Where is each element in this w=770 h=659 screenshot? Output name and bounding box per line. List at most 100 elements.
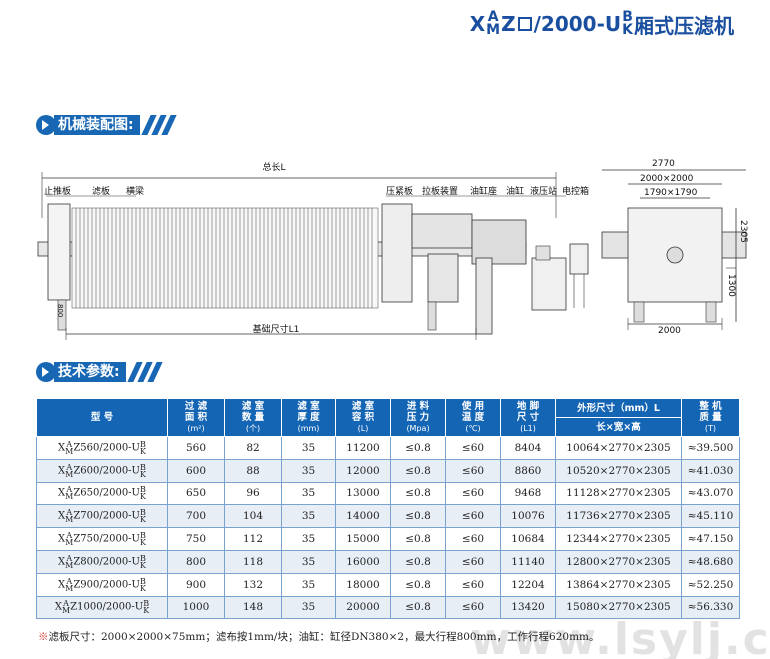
cell-press: ≤0.8 [390,481,446,506]
cell-foot: 11140 [500,549,556,574]
cell-press: ≤0.8 [390,458,446,483]
title-suffix: 厢式压滤机 [634,13,734,38]
col-thickness: 滤 室厚 度(mm) [281,398,336,437]
cell-weight: ≈41.030 [681,458,740,483]
cell-dims: 13864×2770×2305 [555,572,682,597]
cell-weight: ≈47.150 [681,527,740,551]
dim-overall-width: 2770 [652,159,675,169]
cell-weight: ≈45.110 [681,504,740,529]
cell-weight: ≈43.070 [681,481,740,506]
cell-area: 750 [167,527,225,551]
title-mid: Z [501,12,516,36]
label-beam: 横梁 [126,187,145,197]
label-thrust-plate: 止推板 [44,187,72,197]
title-stack-bottom: M [486,22,501,38]
col-count: 滤 室数 量(个) [224,398,282,437]
dim-plate-outer: 2000×2000 [640,174,694,184]
section-title: 技术参数: [54,362,126,382]
cell-count: 104 [224,504,282,529]
footnote-mark: ※ [38,631,49,643]
cell-dims: 11736×2770×2305 [555,504,682,529]
title-mid2: /2000-U [533,12,622,36]
title-box-symbol [517,17,532,31]
cell-count: 132 [224,572,282,597]
title-stack-top: A [487,9,499,25]
cell-count: 96 [224,481,282,506]
cell-temp: ≤60 [445,549,501,574]
watermark: www.lsylj.com [470,614,770,659]
dim-leg-height: 1300 [726,274,736,297]
cell-area: 600 [167,458,225,483]
cell-thick: 35 [281,504,336,529]
cell-area: 1000 [167,595,225,620]
cell-dims: 15080×2770×2305 [555,595,682,620]
cell-press: ≤0.8 [390,549,446,574]
section-header-params: 技术参数: [36,361,163,383]
cell-vol: 16000 [335,549,391,574]
cell-count: 88 [224,458,282,483]
assembly-drawing: 总长L 止推板 滤板 横梁 压紧板 拉板装置 油缸座 油缸 液压站 电控箱 80… [36,158,756,348]
cell-thick: 35 [281,549,336,574]
cell-temp: ≤60 [445,436,501,460]
label-pull-device: 拉板装置 [422,187,459,197]
cell-temp: ≤60 [445,504,501,529]
cell-temp: ≤60 [445,527,501,551]
cell-press: ≤0.8 [390,572,446,597]
cell-vol: 11200 [335,436,391,460]
label-press-plate: 压紧板 [386,187,414,197]
cell-count: 112 [224,527,282,551]
cell-dims: 11128×2770×2305 [555,481,682,506]
label-cylinder: 油缸 [506,187,525,197]
cell-area: 700 [167,504,225,529]
cell-dims: 10064×2770×2305 [555,436,682,460]
col-volume: 滤 室容 积(L) [335,398,391,437]
cell-foot: 8860 [500,458,556,483]
cell-vol: 13000 [335,481,391,506]
cell-foot: 12204 [500,572,556,597]
cell-press: ≤0.8 [390,527,446,551]
dim-small: 800 [56,304,64,318]
cell-count: 148 [224,595,282,620]
cell-press: ≤0.8 [390,595,446,620]
cell-thick: 35 [281,481,336,506]
cell-thick: 35 [281,436,336,460]
cell-dims: 12344×2770×2305 [555,527,682,551]
cell-dims: 10520×2770×2305 [555,458,682,483]
cell-weight: ≈52.250 [681,572,740,597]
cell-temp: ≤60 [445,458,501,483]
cell-vol: 20000 [335,595,391,620]
table-header-subrow: 长×宽×高 [37,417,740,437]
cell-foot: 10684 [500,527,556,551]
col-area: 过 滤面 积(m²) [167,398,225,437]
col-pressure: 进 料压 力(Mpa) [390,398,446,437]
col-model: 型 号 [36,398,168,437]
cell-thick: 35 [281,572,336,597]
cell-weight: ≈39.500 [681,436,740,460]
foundation-label: 基础尺寸L1 [252,325,300,335]
cell-press: ≤0.8 [390,504,446,529]
dim-base-width: 2000 [658,326,681,336]
total-length-label: 总长L [262,163,286,173]
dim-plate-inner: 1790×1790 [644,188,698,198]
cell-temp: ≤60 [445,572,501,597]
cell-area: 900 [167,572,225,597]
col-weight: 整 机质 量(T) [681,398,740,437]
col-temperature: 使 用温 度(℃) [445,398,501,437]
section-title: 机械装配图: [54,115,140,135]
cell-foot: 8404 [500,436,556,460]
title-stack-bottom: K [622,22,633,38]
cell-press: ≤0.8 [390,436,446,460]
cell-thick: 35 [281,595,336,620]
cell-vol: 14000 [335,504,391,529]
